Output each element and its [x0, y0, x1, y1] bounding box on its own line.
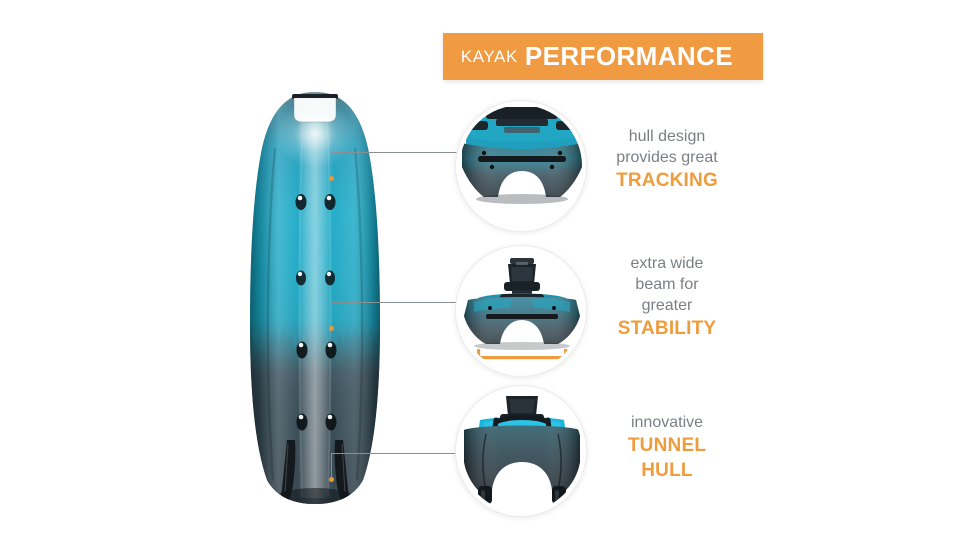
leader-horizontal-segment: [331, 152, 461, 153]
header-performance-label: PERFORMANCE: [524, 41, 733, 71]
inset-photo-tracking: [455, 100, 587, 232]
scupper-holes: [295, 194, 337, 431]
inset-photo-stability-clip: [460, 250, 582, 372]
leader-horizontal-segment: [331, 453, 461, 454]
leader-line-tracking: [329, 152, 461, 184]
leader-line-stability: [329, 302, 461, 334]
leader-line-tunnel: [329, 453, 461, 485]
callout-line: extra wide: [630, 255, 704, 272]
callout-text-stability: extra wide beam for greater STABILITY: [577, 253, 757, 341]
header-kayak-label: KAYAK: [460, 46, 518, 66]
leader-marker-dot: [329, 176, 334, 181]
callout-line: hull design: [628, 128, 706, 145]
leader-vertical-segment: [331, 152, 332, 178]
leader-vertical-segment: [331, 302, 332, 328]
callout-emphasis: TRACKING: [616, 170, 718, 192]
leader-horizontal-segment: [331, 302, 461, 303]
inset-photo-stability: [455, 245, 587, 377]
callout-emphasis: STABILITY: [617, 318, 717, 340]
skeg-fins: [281, 440, 349, 502]
callout-line: greater: [641, 297, 693, 315]
inset-photo-tunnel-hull-clip: [460, 390, 582, 512]
leader-marker-dot: [329, 477, 334, 482]
kayak-hull-image: [245, 88, 385, 508]
inset-photo-tracking-clip: [460, 105, 582, 227]
callout-emphasis: HULL: [641, 460, 693, 482]
callout-line: provides great: [616, 149, 718, 167]
leader-marker-dot: [329, 326, 334, 331]
leader-vertical-segment: [331, 453, 332, 479]
callout-text-tunnel: innovative TUNNEL HULL: [577, 412, 757, 483]
carry-handle: [292, 94, 338, 123]
inset-photo-tunnel-hull: [455, 385, 587, 517]
callout-line: innovative: [630, 414, 704, 431]
callout-text-tracking: hull design provides great TRACKING: [577, 126, 757, 193]
callout-line: beam for: [635, 276, 699, 294]
header-banner: KAYAK PERFORMANCE: [443, 33, 763, 80]
callout-emphasis: TUNNEL: [627, 435, 707, 457]
